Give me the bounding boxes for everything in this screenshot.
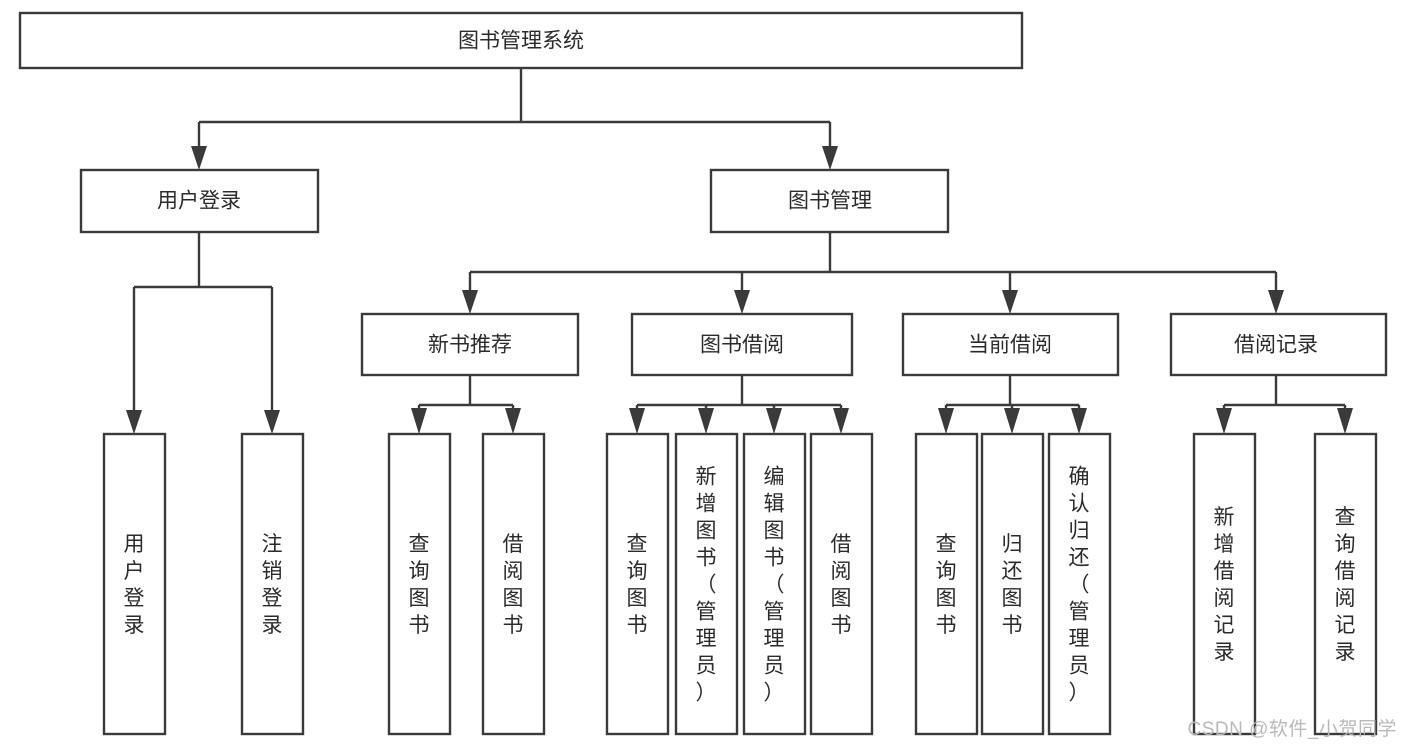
leaf-query-book-1[interactable]: 查询图书 — [387, 432, 452, 736]
leaf-confirm-return-label: 确认归还（管理员） — [1069, 466, 1090, 705]
leaf-user-login-box[interactable] — [102, 432, 167, 736]
leaf-query-book-2[interactable]: 查询图书 — [605, 432, 670, 736]
leaf-user-login[interactable]: 用户登录 — [102, 432, 167, 736]
node-login-box[interactable] — [79, 168, 320, 234]
node-newbook-label: 新书推荐 — [428, 334, 512, 357]
arrowhead-records — [1268, 290, 1284, 314]
leaf-borrow-book-2[interactable]: 借阅图书 — [809, 432, 874, 736]
arrowhead-leaf-user-login — [126, 410, 142, 434]
leaf-query-record-box[interactable] — [1313, 432, 1378, 736]
arrowhead-current — [1002, 290, 1018, 314]
leaf-borrow-book-1-label: 借阅图书 — [503, 533, 524, 637]
node-bookmgmt-label: 图书管理 — [788, 190, 872, 213]
leaf-add-book[interactable]: 新增图书（管理员） — [674, 432, 739, 736]
leaf-edit-book-label: 编辑图书（管理员） — [764, 466, 785, 705]
node-bookmgmt-box[interactable] — [709, 168, 950, 234]
node-login-label: 用户登录 — [157, 190, 241, 213]
node-newbook-box[interactable] — [360, 312, 580, 377]
leaf-return-book[interactable]: 归还图书 — [980, 432, 1045, 736]
leaf-borrow-book-2-label: 借阅图书 — [831, 533, 852, 637]
leaf-query-book-2-box[interactable] — [605, 432, 670, 736]
leaf-return-book-label: 归还图书 — [1002, 533, 1023, 637]
leaf-edit-book[interactable]: 编辑图书（管理员） — [742, 432, 807, 736]
leaf-borrow-book-1[interactable]: 借阅图书 — [481, 432, 546, 736]
leaf-user-logout-box[interactable] — [240, 432, 305, 736]
leaf-add-book-label: 新增图书（管理员） — [696, 466, 717, 705]
leaf-confirm-return-box[interactable] — [1047, 432, 1112, 736]
connector-layer — [126, 68, 1353, 434]
node-bookmgmt[interactable]: 图书管理 — [709, 168, 950, 234]
arrowhead-newbook — [462, 290, 478, 314]
node-current[interactable]: 当前借阅 — [901, 312, 1120, 377]
arrowhead-leaf-add-book — [698, 408, 714, 434]
arrowhead-leaf-query-book-3 — [938, 408, 954, 434]
node-borrow[interactable]: 图书借阅 — [630, 312, 854, 377]
arrowhead-login — [191, 146, 207, 170]
arrowhead-leaf-user-logout — [264, 410, 280, 434]
arrowhead-leaf-query-record — [1337, 408, 1353, 434]
node-current-box[interactable] — [901, 312, 1120, 377]
node-borrow-label: 图书借阅 — [700, 334, 784, 357]
leaf-add-record-label: 新增借阅记录 — [1214, 506, 1235, 664]
leaf-query-book-3-box[interactable] — [914, 432, 979, 736]
node-borrow-box[interactable] — [630, 312, 854, 377]
node-newbook[interactable]: 新书推荐 — [360, 312, 580, 377]
leaf-user-logout[interactable]: 注销登录 — [240, 432, 305, 736]
leaf-query-record-label: 查询借阅记录 — [1335, 506, 1356, 664]
node-current-label: 当前借阅 — [968, 334, 1052, 357]
arrowhead-leaf-query-book-2 — [629, 408, 645, 434]
arrowhead-bookmgmt — [822, 146, 838, 170]
leaf-borrow-book-2-box[interactable] — [809, 432, 874, 736]
leaf-query-book-2-label: 查询图书 — [627, 533, 648, 637]
leaf-query-record[interactable]: 查询借阅记录 — [1313, 432, 1378, 736]
leaf-add-record-box[interactable] — [1192, 432, 1257, 736]
arrowhead-borrow — [734, 290, 750, 314]
node-records-box[interactable] — [1169, 312, 1388, 377]
node-root[interactable]: 图书管理系统 — [18, 11, 1024, 70]
arrowhead-leaf-confirm-return — [1071, 408, 1087, 434]
arrowhead-leaf-borrow-book-2 — [833, 408, 849, 434]
leaf-user-login-label: 用户登录 — [124, 533, 145, 637]
arrowhead-leaf-borrow-book-1 — [505, 408, 521, 434]
arrowhead-leaf-query-book-1 — [411, 408, 427, 434]
node-root-box[interactable] — [18, 11, 1024, 70]
leaf-query-book-3-label: 查询图书 — [936, 533, 957, 637]
leaf-query-book-1-label: 查询图书 — [409, 533, 430, 637]
node-records-label: 借阅记录 — [1234, 334, 1318, 357]
leaf-add-record[interactable]: 新增借阅记录 — [1192, 432, 1257, 736]
leaf-borrow-book-1-box[interactable] — [481, 432, 546, 736]
arrowhead-leaf-return-book — [1004, 408, 1020, 434]
leaf-add-book-box[interactable] — [674, 432, 739, 736]
leaf-query-book-1-box[interactable] — [387, 432, 452, 736]
node-records[interactable]: 借阅记录 — [1169, 312, 1388, 377]
leaf-edit-book-box[interactable] — [742, 432, 807, 736]
csdn-watermark: CSDN @软件_小贺同学 — [1187, 719, 1397, 740]
leaf-user-logout-label: 注销登录 — [262, 533, 283, 637]
leaf-return-book-box[interactable] — [980, 432, 1045, 736]
leaf-confirm-return[interactable]: 确认归还（管理员） — [1047, 432, 1112, 736]
leaf-query-book-3[interactable]: 查询图书 — [914, 432, 979, 736]
arrowhead-leaf-edit-book — [766, 408, 782, 434]
node-login[interactable]: 用户登录 — [79, 168, 320, 234]
arrowhead-leaf-add-record — [1216, 408, 1232, 434]
node-root-label: 图书管理系统 — [458, 30, 584, 53]
